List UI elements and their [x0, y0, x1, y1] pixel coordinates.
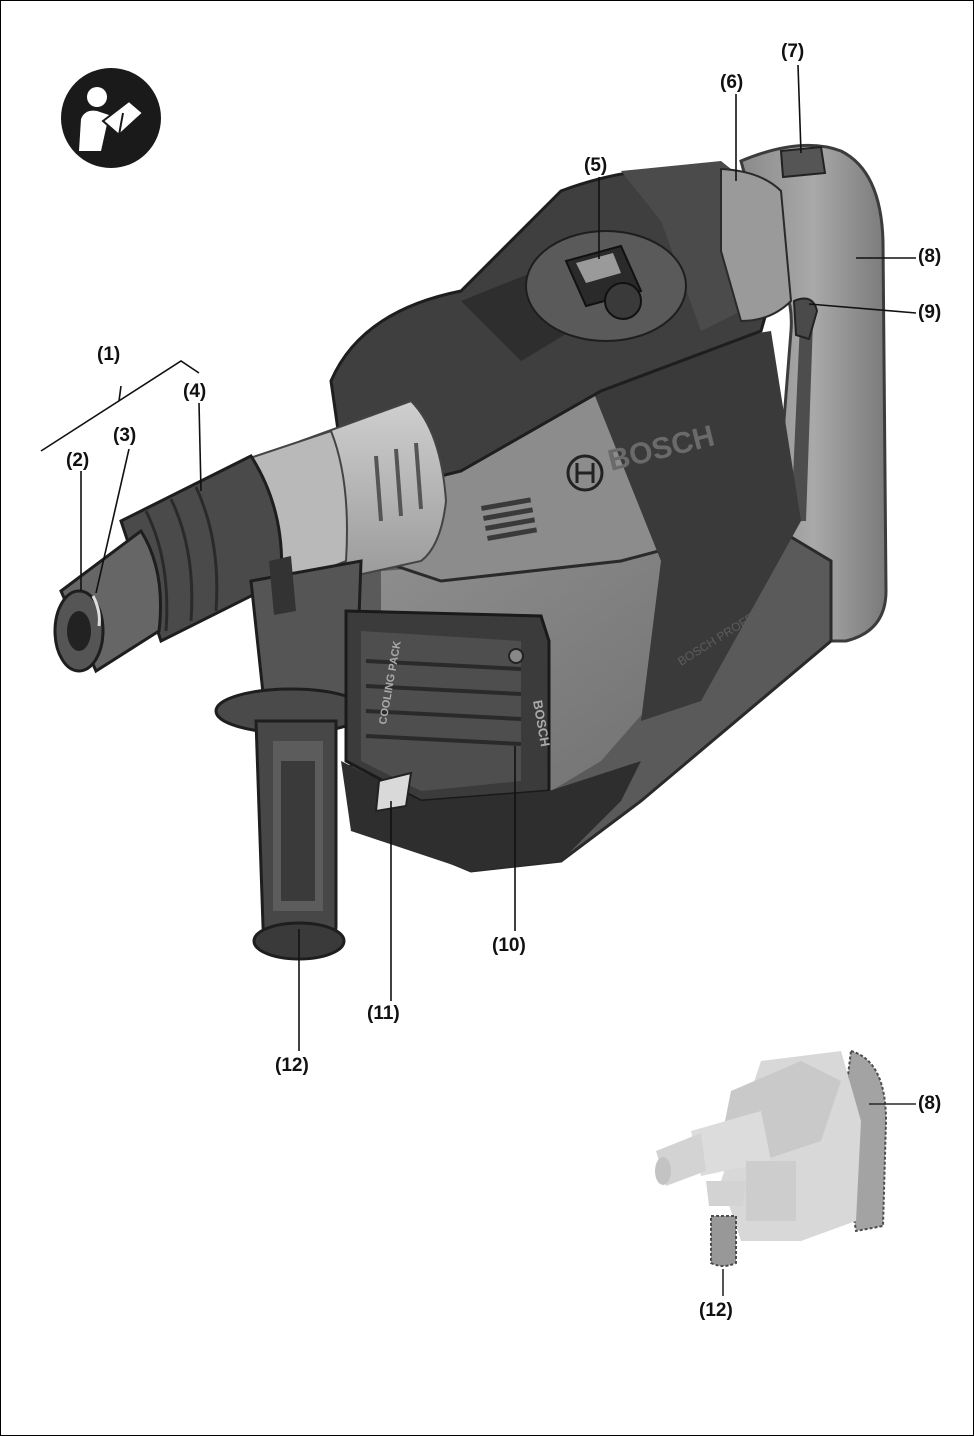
callout-1: (1): [97, 344, 121, 365]
callout-5: (5): [584, 155, 608, 176]
callout-10: (10): [492, 935, 526, 956]
callout-12: (12): [275, 1055, 309, 1076]
callout-7: (7): [781, 41, 805, 62]
read-manual-icon: [61, 68, 161, 168]
callout-2: (2): [66, 450, 90, 471]
callout-6: (6): [720, 72, 744, 93]
inset-callout-8: (8): [918, 1093, 942, 1114]
trigger: [792, 297, 819, 341]
inset-illustration: [655, 1049, 916, 1296]
inset-callout-12: (12): [699, 1300, 733, 1321]
lock-button: [779, 145, 827, 179]
callout-8: (8): [918, 246, 942, 267]
callout-3: (3): [113, 425, 137, 446]
battery-pack: COOLING PACK BOSCH: [344, 609, 553, 803]
rotary-hammer-main: BOSCH: [53, 143, 888, 961]
rear-collar: [720, 167, 793, 323]
auxiliary-handle: [214, 556, 368, 961]
leader-lines: [40, 64, 917, 1051]
mode-selector-switch: [525, 230, 687, 342]
callout-9: (9): [918, 302, 942, 323]
callout-4: (4): [183, 381, 207, 402]
work-light: [374, 771, 413, 813]
callout-11: (11): [367, 1003, 400, 1024]
